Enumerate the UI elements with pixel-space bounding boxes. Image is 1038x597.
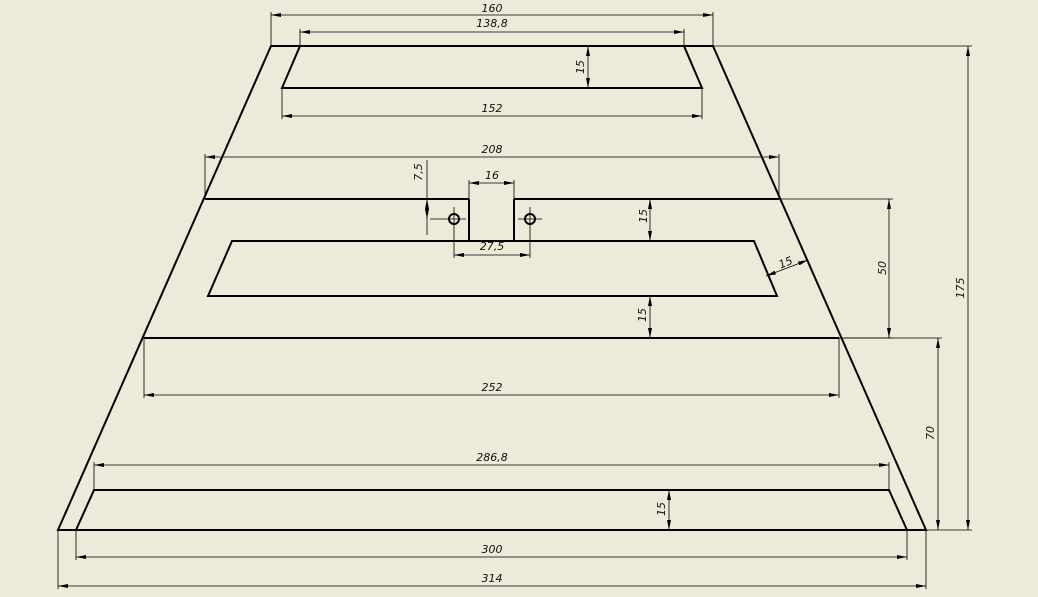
- dim-top-slot-top: 138,8: [476, 17, 508, 30]
- dim-bottom-slot-top: 286,8: [476, 451, 508, 464]
- dim-bottom-slot-bottom: 300: [482, 543, 503, 556]
- dim-middle-height: 50: [876, 261, 889, 275]
- dim-band-height: 15: [637, 209, 650, 223]
- dim-slot-side-offset: 15: [777, 254, 795, 271]
- dim-lower-height: 70: [924, 426, 937, 440]
- dim-top-slot-height: 15: [574, 60, 587, 74]
- dim-hole-offset: 7,5: [412, 163, 425, 181]
- dim-total-height: 175: [954, 278, 967, 299]
- dim-middle-width: 208: [482, 143, 503, 156]
- dim-lower-band-height: 15: [636, 308, 649, 322]
- dim-top-slot-bottom: 152: [482, 102, 503, 115]
- dim-top-width: 160: [482, 2, 503, 15]
- dim-bottom-slot-height: 15: [655, 502, 668, 516]
- dim-bottom-width: 314: [482, 572, 503, 585]
- dimensions: 160 138,8 15 152 208 7,5 16 15 27,5 15 5…: [57, 2, 972, 589]
- dim-hole-spacing: 27,5: [480, 240, 505, 253]
- dim-gap-width: 16: [485, 169, 499, 182]
- dim-lower-width: 252: [482, 381, 503, 394]
